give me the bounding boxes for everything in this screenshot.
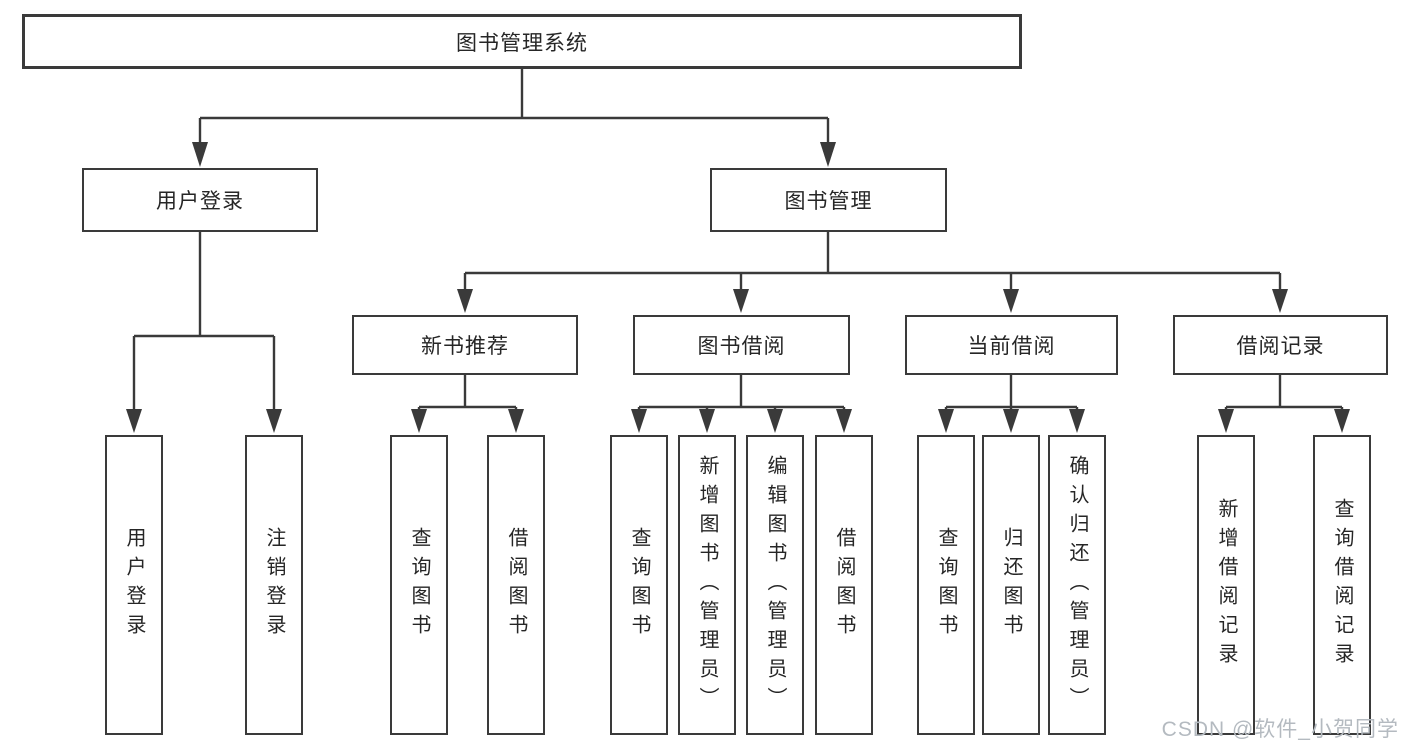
arrow-down-icon: [508, 409, 524, 433]
connector-book-mgmt-to-level3: [457, 232, 1288, 313]
connector-current-borrow-to-leaves: [938, 375, 1085, 433]
arrow-down-icon: [1272, 289, 1288, 313]
node-leaf-bor-add-books: 新增图书（管理员）: [678, 435, 736, 735]
node-leaf-cur-return-books: 归还图书: [982, 435, 1040, 735]
node-leaf-cur-return-books-label: 归还图书: [1000, 527, 1022, 643]
node-leaf-hist-add-record-label: 新增借阅记录: [1215, 498, 1237, 672]
node-leaf-hist-query-record-label: 查询借阅记录: [1331, 498, 1353, 672]
node-borrow-records-label: 借阅记录: [1236, 335, 1325, 358]
node-leaf-bor-query-books-label: 查询图书: [628, 527, 650, 643]
arrow-down-icon: [126, 409, 142, 433]
arrow-down-icon: [767, 409, 783, 433]
node-leaf-bor-borrow-books-label: 借阅图书: [833, 527, 855, 643]
node-leaf-bor-edit-books-label: 编辑图书（管理员）: [764, 454, 786, 716]
connector-book-borrow-to-leaves: [631, 375, 852, 433]
node-leaf-rec-borrow-books-label: 借阅图书: [505, 527, 527, 643]
node-new-book-rec-label: 新书推荐: [421, 335, 509, 358]
connector-new-book-rec-to-leaves: [411, 375, 524, 433]
connector-user-login-to-leaves: [126, 232, 282, 433]
node-leaf-cur-query-books-label: 查询图书: [935, 527, 957, 643]
node-leaf-cur-confirm-return-label: 确认归还（管理员）: [1066, 454, 1088, 716]
node-book-mgmt: 图书管理: [710, 168, 947, 232]
node-new-book-rec: 新书推荐: [352, 315, 578, 375]
node-user-login-label: 用户登录: [156, 190, 244, 213]
arrow-down-icon: [733, 289, 749, 313]
node-leaf-cur-query-books: 查询图书: [917, 435, 975, 735]
node-leaf-user-login: 用户登录: [105, 435, 163, 735]
node-leaf-rec-query-books-label: 查询图书: [408, 527, 430, 643]
arrow-down-icon: [192, 142, 208, 167]
node-current-borrow: 当前借阅: [905, 315, 1118, 375]
arrow-down-icon: [457, 289, 473, 313]
arrow-down-icon: [699, 409, 715, 433]
arrow-down-icon: [631, 409, 647, 433]
node-leaf-bor-add-books-label: 新增图书（管理员）: [696, 454, 718, 716]
connector-root-to-level2: [192, 69, 836, 167]
arrow-down-icon: [938, 409, 954, 433]
connector-borrow-records-to-leaves: [1218, 375, 1350, 433]
node-book-mgmt-label: 图书管理: [784, 190, 873, 213]
node-user-login: 用户登录: [82, 168, 318, 232]
arrow-down-icon: [266, 409, 282, 433]
node-root-label: 图书管理系统: [456, 31, 588, 55]
arrow-down-icon: [1003, 289, 1019, 313]
arrow-down-icon: [820, 142, 836, 167]
node-leaf-bor-edit-books: 编辑图书（管理员）: [746, 435, 804, 735]
arrow-down-icon: [1218, 409, 1234, 433]
node-borrow-records: 借阅记录: [1173, 315, 1388, 375]
arrow-down-icon: [411, 409, 427, 433]
node-book-borrow-label: 图书借阅: [697, 335, 786, 358]
node-leaf-logout: 注销登录: [245, 435, 303, 735]
node-root: 图书管理系统: [22, 14, 1022, 69]
node-book-borrow: 图书借阅: [633, 315, 850, 375]
node-current-borrow-label: 当前借阅: [967, 335, 1056, 358]
node-leaf-hist-query-record: 查询借阅记录: [1313, 435, 1371, 735]
node-leaf-cur-confirm-return: 确认归还（管理员）: [1048, 435, 1106, 735]
node-leaf-rec-borrow-books: 借阅图书: [487, 435, 545, 735]
node-leaf-bor-query-books: 查询图书: [610, 435, 668, 735]
node-leaf-logout-label: 注销登录: [263, 527, 285, 643]
arrow-down-icon: [1003, 409, 1019, 433]
arrow-down-icon: [1334, 409, 1350, 433]
node-leaf-hist-add-record: 新增借阅记录: [1197, 435, 1255, 735]
node-leaf-bor-borrow-books: 借阅图书: [815, 435, 873, 735]
arrow-down-icon: [1069, 409, 1085, 433]
node-leaf-user-login-label: 用户登录: [123, 527, 145, 643]
arrow-down-icon: [836, 409, 852, 433]
node-leaf-rec-query-books: 查询图书: [390, 435, 448, 735]
